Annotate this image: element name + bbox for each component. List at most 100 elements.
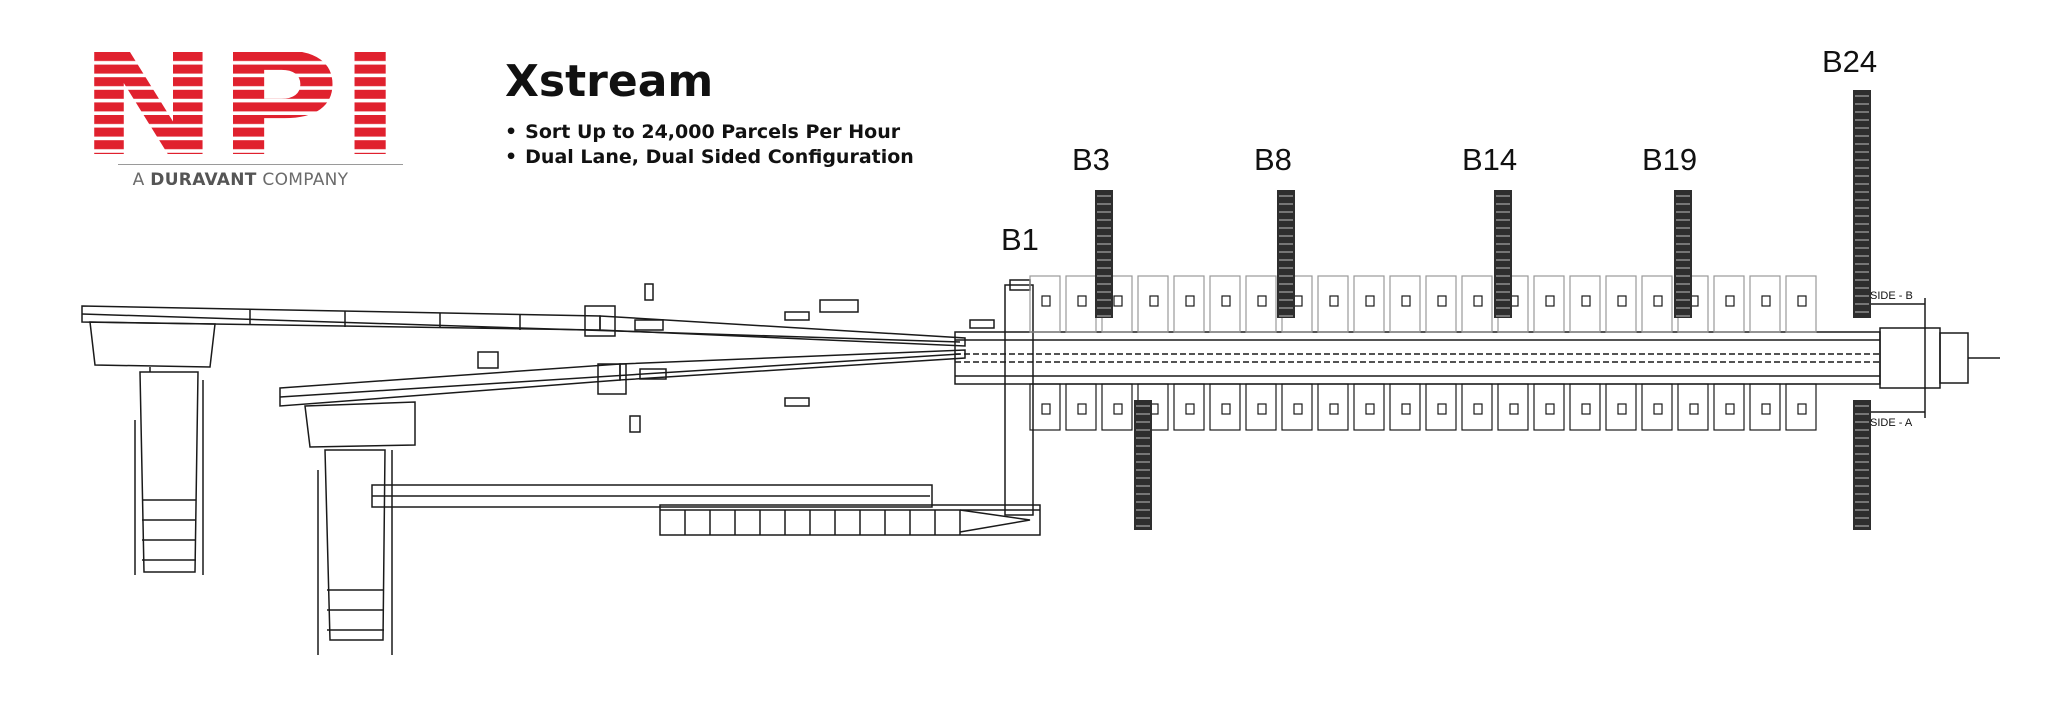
accumulation-conveyor (1674, 190, 1692, 318)
logo-tagline: A DURAVANT COMPANY (78, 170, 403, 190)
chute-side-a (1677, 383, 1709, 431)
upper-merge-conveyor (599, 315, 966, 347)
bay-label-b24: B24 (1822, 44, 1877, 79)
chute-side-a (1425, 383, 1457, 431)
chute-marker (1653, 295, 1663, 307)
chute-side-a (1065, 383, 1097, 431)
chute-side-a (1101, 383, 1133, 431)
chute-marker (1221, 295, 1231, 307)
chute-side-b (1389, 275, 1421, 333)
chute-marker (1041, 403, 1051, 415)
chute-side-a (1749, 383, 1781, 431)
upper-incline-conveyor (139, 371, 199, 573)
chute-marker (1401, 403, 1411, 415)
side-a-label: SIDE - A (1870, 417, 1913, 429)
chute-side-a (1173, 383, 1205, 431)
chute-marker (1509, 403, 1519, 415)
tagline-suffix: COMPANY (262, 170, 349, 190)
chute-marker (1689, 403, 1699, 415)
lower-incline-conveyor (324, 449, 386, 641)
bay-label-b8: B8 (1254, 142, 1292, 177)
accumulation-conveyor (1494, 190, 1512, 318)
chute-side-a (1497, 383, 1529, 431)
chute-marker (1293, 295, 1303, 307)
chute-marker (1221, 403, 1231, 415)
bay-label-b3: B3 (1072, 142, 1110, 177)
chute-side-b (1461, 275, 1493, 333)
chute-side-a (1461, 383, 1493, 431)
lower-infeed-conveyor (279, 363, 621, 407)
chute-marker (1437, 403, 1447, 415)
chute-side-b (1137, 275, 1169, 333)
chute-side-b (1749, 275, 1781, 333)
chute-side-b (1065, 275, 1097, 333)
chute-marker (1545, 295, 1555, 307)
chute-marker (1365, 403, 1375, 415)
chute-side-a (1569, 383, 1601, 431)
chute-side-a (1029, 383, 1061, 431)
chute-marker (1077, 295, 1087, 307)
chute-side-a (1317, 383, 1349, 431)
chute-marker (1545, 403, 1555, 415)
chute-side-b (1317, 275, 1349, 333)
bay-label-b19: B19 (1642, 142, 1697, 177)
chute-marker (1149, 295, 1159, 307)
chute-marker (1797, 403, 1807, 415)
bay-label-b1: B1 (1001, 222, 1039, 257)
feature-item: Sort Up to 24,000 Parcels Per Hour (505, 120, 914, 145)
chute-side-b (1029, 275, 1061, 333)
npi-logo: NPI A DURAVANT COMPANY (78, 52, 403, 200)
bay-label-b14: B14 (1462, 142, 1517, 177)
chute-marker (1617, 403, 1627, 415)
chute-marker (1725, 295, 1735, 307)
chute-side-a (1713, 383, 1745, 431)
feature-item: Dual Lane, Dual Sided Configuration (505, 145, 914, 170)
chute-marker (1329, 403, 1339, 415)
chute-marker (1473, 295, 1483, 307)
chute-side-a (1389, 383, 1421, 431)
accumulation-conveyor (1853, 90, 1871, 318)
chute-side-b (1641, 275, 1673, 333)
chute-side-b (1209, 275, 1241, 333)
chute-side-b (1785, 275, 1817, 333)
recirculation-return (659, 504, 1041, 536)
chute-marker (1401, 295, 1411, 307)
lower-support-frame (304, 401, 416, 448)
chute-side-a (1533, 383, 1565, 431)
chute-side-a (1281, 383, 1313, 431)
chute-marker (1437, 295, 1447, 307)
npi-logo-mark: NPI (79, 52, 401, 160)
chute-side-b (1605, 275, 1637, 333)
chute-side-a (1605, 383, 1637, 431)
accumulation-conveyor (1134, 400, 1152, 530)
chute-side-a (1353, 383, 1385, 431)
chute-marker (1581, 403, 1591, 415)
chute-marker (1365, 295, 1375, 307)
tagline-prefix: A (132, 170, 145, 190)
chute-side-b (1353, 275, 1385, 333)
lower-merge-conveyor (619, 349, 966, 381)
return-rollers (684, 510, 961, 535)
product-title: Xstream (505, 56, 714, 107)
chute-marker (1041, 295, 1051, 307)
chute-marker (1797, 295, 1807, 307)
conveyor-linework (81, 279, 2000, 655)
accumulation-conveyor (1095, 190, 1113, 318)
upper-support-frame (89, 321, 216, 368)
chute-marker (1257, 403, 1267, 415)
chute-side-b (1533, 275, 1565, 333)
upper-infeed-conveyor (81, 305, 601, 331)
chute-side-b (1569, 275, 1601, 333)
logo-divider (118, 164, 403, 165)
chute-marker (1185, 295, 1195, 307)
accumulation-conveyor (1853, 400, 1871, 530)
chute-marker (1113, 403, 1123, 415)
npi-logo-wordmark: NPI (79, 52, 401, 160)
sort-chutes (1029, 275, 1817, 431)
side-b-label: SIDE - B (1870, 290, 1913, 302)
chute-marker (1653, 403, 1663, 415)
chute-side-a (1785, 383, 1817, 431)
chute-marker (1473, 403, 1483, 415)
chute-side-a (1209, 383, 1241, 431)
